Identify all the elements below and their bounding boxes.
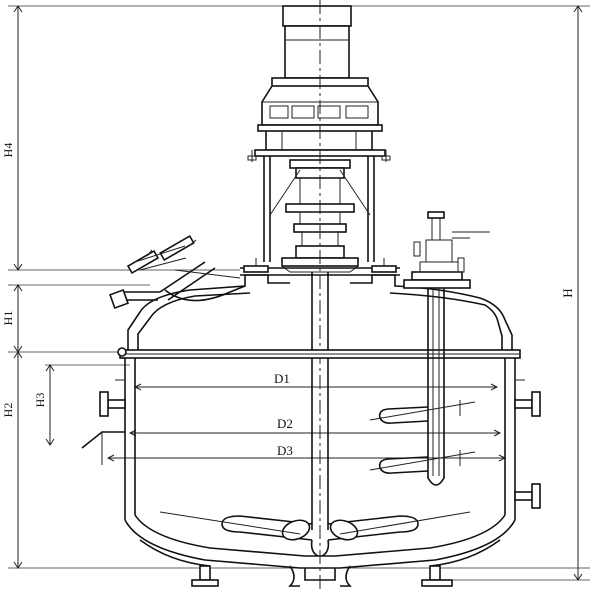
dimension-label-d3: D3 — [277, 443, 293, 458]
dimension-label-h: H — [560, 288, 575, 297]
dimension-label-h4: H4 — [1, 143, 15, 158]
anchor-agitator — [159, 511, 471, 557]
motor-drive-assembly — [247, 5, 391, 273]
jacket-nozzles — [81, 347, 541, 509]
inclined-nozzle — [109, 234, 246, 309]
dimension-label-d1: D1 — [274, 371, 290, 386]
dimension-lines — [8, 5, 590, 581]
dimension-label-h1: H1 — [1, 311, 15, 326]
head-nozzles — [243, 258, 397, 273]
agitator-shaft — [311, 0, 329, 590]
dimension-label-d2: D2 — [277, 416, 293, 431]
dimension-label-h2: H2 — [1, 403, 15, 418]
dimension-label-h3: H3 — [33, 393, 47, 408]
dip-pipe — [369, 211, 490, 486]
